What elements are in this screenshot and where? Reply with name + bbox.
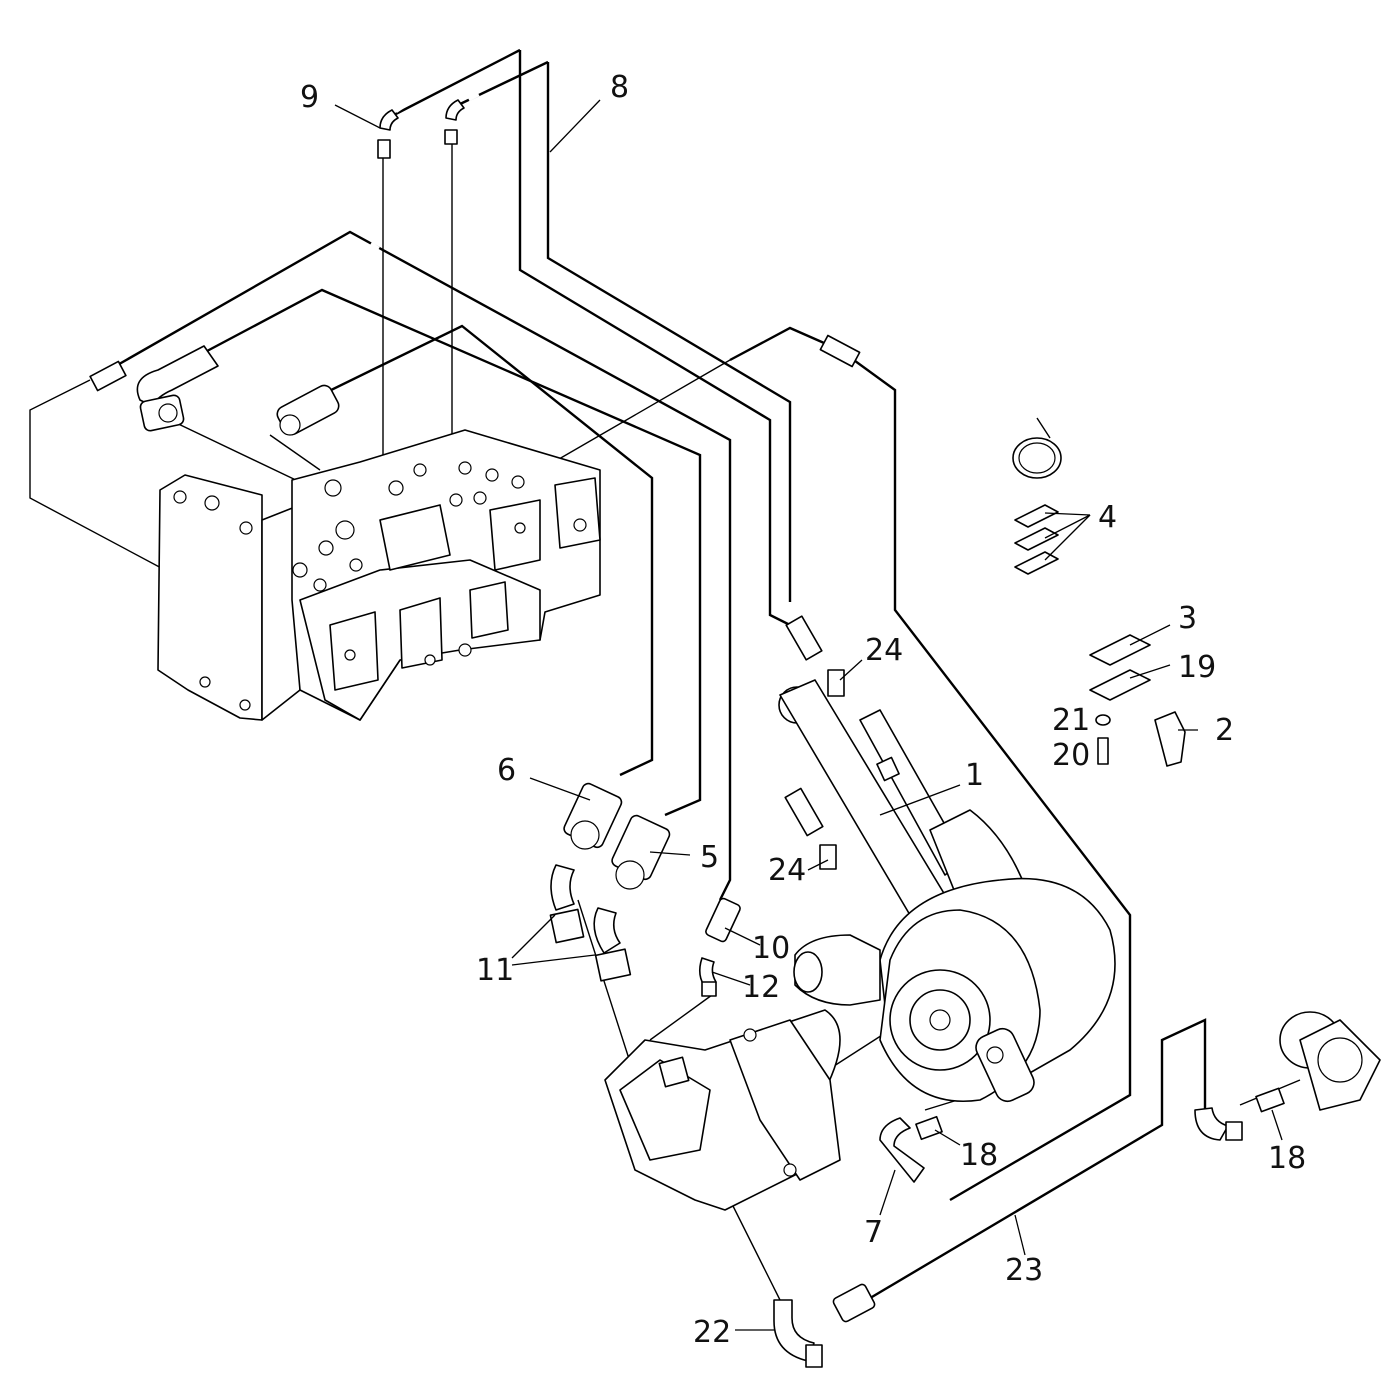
- callout-3: 3: [1178, 601, 1197, 636]
- hose-lines: [99, 48, 1207, 1312]
- callout-12: 12: [742, 970, 780, 1005]
- callout-1: 1: [965, 758, 984, 793]
- callout-23: 23: [1005, 1253, 1043, 1288]
- callout-9: 9: [300, 80, 319, 115]
- callout-24-lower: 24: [768, 853, 806, 888]
- callout-7: 7: [864, 1215, 883, 1250]
- callout-10: 10: [752, 931, 790, 966]
- pump-gearbox: [793, 809, 1116, 1103]
- callout-22: 22: [693, 1315, 731, 1350]
- callout-2: 2: [1215, 713, 1234, 748]
- callout-18-right: 18: [1268, 1141, 1306, 1176]
- callout-5: 5: [700, 840, 719, 875]
- callout-18-left: 18: [960, 1138, 998, 1173]
- callout-21: 21: [1052, 703, 1090, 738]
- callout-11: 11: [476, 953, 514, 988]
- callout-8: 8: [610, 70, 629, 105]
- hose-fittings-top: [89, 99, 861, 436]
- hydraulic-pump: [604, 1009, 841, 1211]
- callout-24-upper: 24: [865, 633, 903, 668]
- callout-6: 6: [497, 753, 516, 788]
- control-valve-block: [157, 429, 601, 721]
- callout-20: 20: [1052, 738, 1090, 773]
- callout-labels: 9 8 4 3 19 24 21 2 20 1 6 5 24 10 11 12 …: [300, 70, 1306, 1350]
- callout-19: 19: [1178, 650, 1216, 685]
- callout-4: 4: [1098, 500, 1117, 535]
- callout-leaders: [334, 99, 1283, 1331]
- hose-fittings-mid: [549, 615, 1285, 1368]
